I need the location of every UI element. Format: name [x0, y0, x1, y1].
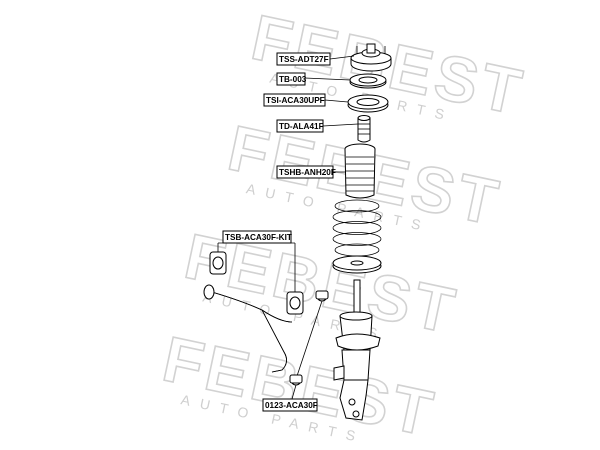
part-label-bearing[interactable]: TB-003 — [276, 72, 307, 86]
part-code-bump-stop: TD-ALA41F — [279, 122, 324, 131]
stabilizer-link-drawing — [289, 290, 329, 386]
stabilizer-bar-drawing — [203, 284, 293, 373]
spring-insulator-drawing — [347, 94, 389, 113]
part-label-stabilizer-bushing-kit[interactable]: TSB-ACA30F-KIT — [222, 230, 292, 244]
part-code-insulator: TSI-ACA30UPF — [266, 96, 325, 105]
spring-seat-drawing — [332, 255, 382, 274]
part-code-mount: TSS-ADT27F — [279, 55, 329, 64]
bearing-drawing — [349, 73, 387, 89]
strut-mount-drawing — [350, 43, 392, 72]
part-label-insulator[interactable]: TSI-ACA30UPF — [263, 93, 326, 107]
part-code-stabilizer-bushing-kit: TSB-ACA30F-KIT — [225, 233, 292, 242]
part-label-mount[interactable]: TSS-ADT27F — [276, 52, 331, 66]
part-code-bearing: TB-003 — [279, 75, 307, 84]
coil-spring-drawing — [332, 199, 382, 257]
shock-absorber-drawing — [333, 279, 381, 421]
stabilizer-bushing-drawing — [209, 251, 304, 315]
dust-boot-drawing — [344, 143, 376, 199]
part-code-boot: TSHB-ANH20F — [279, 168, 336, 177]
part-label-boot[interactable]: TSHB-ANH20F — [276, 165, 336, 179]
bump-stop-drawing — [357, 115, 371, 143]
part-code-stabilizer-link: 0123-ACA30F — [265, 401, 318, 410]
part-label-stabilizer-link[interactable]: 0123-ACA30F — [262, 398, 318, 412]
part-label-bump-stop[interactable]: TD-ALA41F — [276, 119, 324, 133]
